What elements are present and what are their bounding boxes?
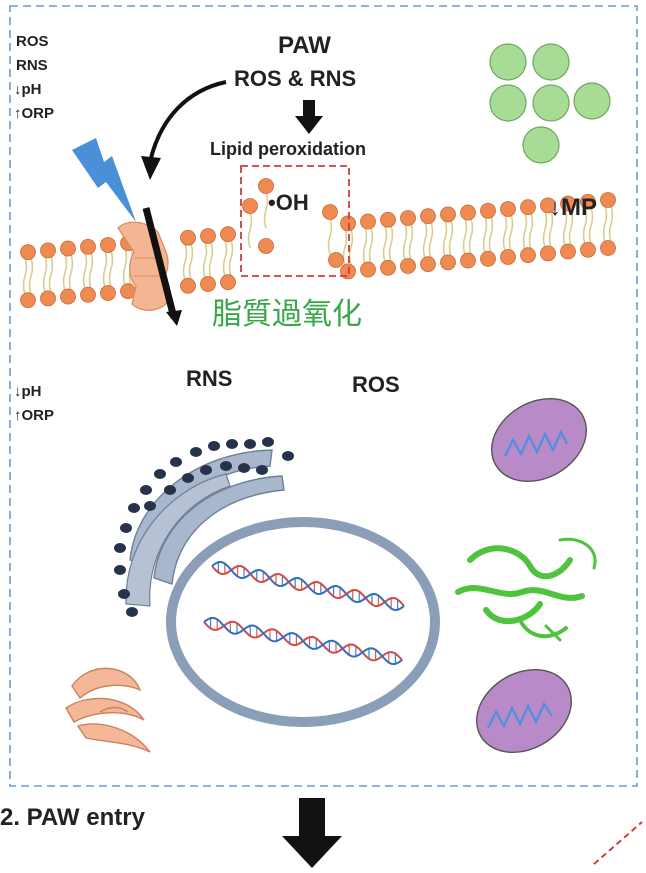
lipid-unit — [520, 199, 536, 264]
lipid-head — [258, 238, 274, 254]
lipid-unit — [40, 242, 56, 307]
lipid-unit — [420, 208, 436, 273]
arrow-down-icon — [295, 100, 323, 134]
protein-icon — [455, 537, 597, 642]
lipid-unit — [460, 204, 476, 269]
label-rns-inner: RNS — [186, 366, 233, 391]
label-ros-inner: ROS — [352, 372, 400, 397]
ribosome-icon — [262, 437, 274, 447]
lipid-unit — [600, 192, 616, 256]
ribosome-icon — [128, 503, 140, 513]
lipid-unit — [20, 244, 36, 309]
lipid-unit — [180, 229, 196, 294]
ribosome-icon — [190, 447, 202, 457]
next-panel-fragment — [593, 821, 643, 865]
lipid-unit — [500, 201, 516, 265]
lipid-unit — [380, 211, 396, 276]
label-rns-top: RNS — [16, 57, 48, 74]
ribosome-icon — [226, 439, 238, 449]
ribosome-icon — [220, 461, 232, 471]
ribosome-icon — [154, 469, 166, 479]
ribosome-icon — [256, 465, 268, 475]
label-ros-top: ROS — [16, 33, 49, 50]
label-ros-rns: ROS & RNS — [234, 66, 357, 91]
curved-arrow-icon — [141, 80, 227, 180]
ribosome-icon — [164, 485, 176, 495]
lipid-unit — [480, 202, 496, 267]
ribosome-icon — [182, 473, 194, 483]
lipid-unit — [340, 215, 356, 280]
mitochondrion-icon — [476, 668, 572, 754]
golgi-icon — [65, 667, 151, 753]
label-hydroxyl: •OH — [268, 190, 309, 215]
ribosome-icon — [200, 465, 212, 475]
lipid-unit — [60, 240, 76, 305]
lipid-unit — [360, 213, 376, 278]
label-ph-top: ↓pH — [14, 81, 42, 98]
dna-icon — [203, 560, 405, 666]
lipid-bilayer — [20, 178, 616, 309]
ribosome-icon — [126, 607, 138, 617]
peroxidized-lipid — [242, 198, 258, 249]
ribosome-icon — [114, 565, 126, 575]
label-paw: PAW — [278, 32, 331, 59]
cell-frame — [9, 5, 638, 787]
ribosomes — [114, 437, 294, 617]
lipid-unit — [560, 195, 576, 260]
lipid-head — [328, 252, 344, 268]
label-orp-top: ↑ORP — [14, 105, 55, 122]
label-lipid-peroxidation: Lipid peroxidation — [210, 139, 366, 159]
ribosome-icon — [244, 439, 256, 449]
arrow-down-icon — [282, 798, 342, 868]
label-membrane-potential: ↓MP — [549, 194, 597, 221]
ribosome-icon — [144, 501, 156, 511]
ribosome-icon — [114, 543, 126, 553]
step-caption: 2. PAW entry — [0, 804, 145, 831]
label-lipid-peroxidation-cjk: 脂質過氧化 — [212, 297, 362, 332]
lipid-unit — [100, 237, 116, 301]
ribosome-icon — [170, 457, 182, 467]
ribosome-icon — [208, 441, 220, 451]
lipid-unit — [540, 197, 556, 262]
lipid-unit — [580, 193, 596, 258]
ribosome-icon — [238, 463, 250, 473]
endoplasmic-reticulum — [125, 449, 285, 607]
lipid-unit — [200, 228, 216, 292]
lightning-icon — [72, 138, 136, 222]
peroxidation-box — [240, 165, 350, 277]
lipid-unit — [80, 238, 96, 303]
lipid-unit — [440, 206, 456, 271]
label-orp-mid: ↑ORP — [14, 407, 55, 424]
lipid-unit — [220, 226, 236, 291]
lipid-unit — [400, 210, 416, 274]
entry-arrow-icon — [142, 207, 182, 326]
ribosome-icon — [140, 485, 152, 495]
ros-droplets — [489, 43, 611, 164]
nucleus — [166, 517, 440, 727]
peroxidized-lipid — [258, 178, 274, 229]
mitochondrion-icon — [491, 397, 587, 483]
ribosome-icon — [118, 589, 130, 599]
ribosome-icon — [120, 523, 132, 533]
ribosome-icon — [282, 451, 294, 461]
label-ph-mid: ↓pH — [14, 383, 42, 400]
peroxidized-lipid — [322, 204, 338, 255]
